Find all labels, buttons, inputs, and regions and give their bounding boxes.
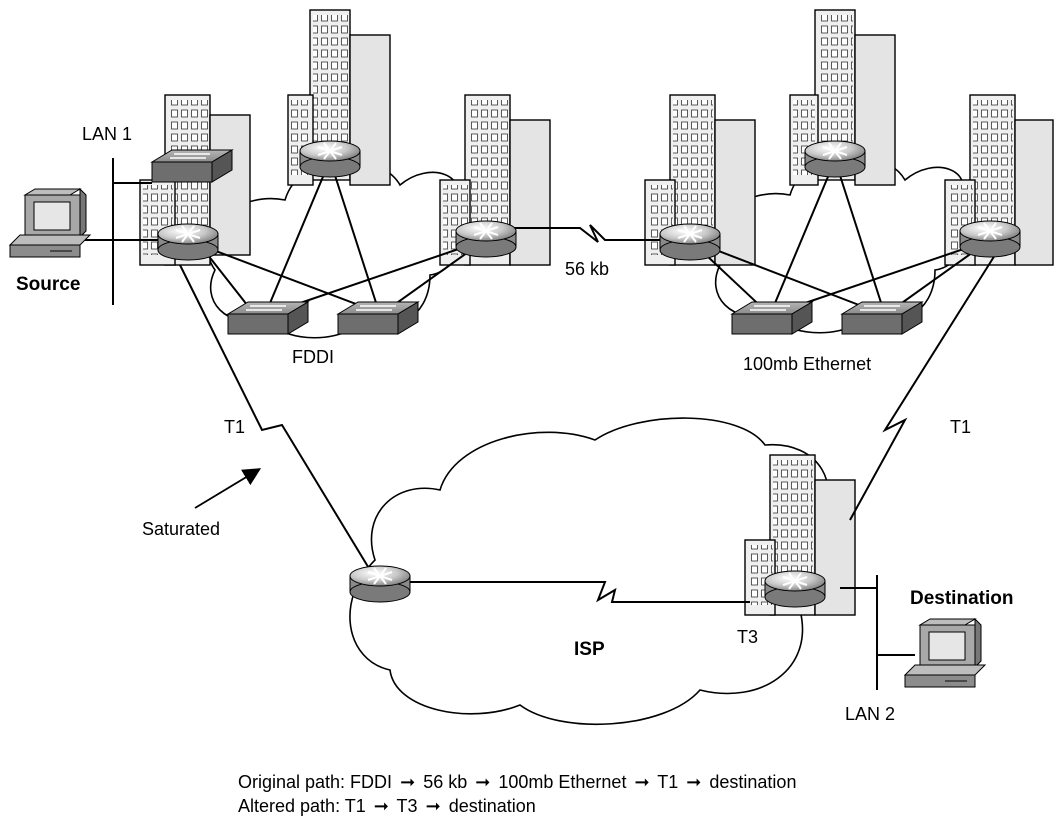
- arrow-right-icon: ➞: [373, 796, 389, 816]
- label-saturated: Saturated: [142, 519, 220, 539]
- original-path-line: Original path: FDDI ➞ 56 kb ➞ 100mb Ethe…: [238, 770, 796, 794]
- original-path-step: T1: [657, 772, 679, 792]
- switch-icon: [336, 301, 420, 335]
- router-icon: [157, 223, 219, 261]
- link-fddi-1: [199, 244, 386, 316]
- switch-icon: [150, 149, 234, 183]
- link-56kb: [510, 224, 660, 243]
- label-t3: T3: [737, 627, 758, 647]
- label-fddi: FDDI: [292, 347, 334, 367]
- computer-icon: [903, 617, 987, 688]
- link-fddi-4: [329, 159, 381, 316]
- altered-path-line: Altered path: T1 ➞ T3 ➞ destination: [238, 794, 796, 818]
- router-icon: [764, 570, 826, 608]
- link-eth-4: [834, 159, 886, 316]
- arrow-right-icon: ➞: [400, 772, 416, 792]
- router-icon: [349, 565, 411, 603]
- label-100mb-ethernet: 100mb Ethernet: [743, 354, 871, 374]
- original-path-step: 56 kb: [423, 772, 468, 792]
- router-icon: [804, 140, 866, 178]
- arrow-right-icon: ➞: [686, 772, 702, 792]
- router-icon: [299, 140, 361, 178]
- label-t1-right: T1: [950, 417, 971, 437]
- original-path-prefix: Original path: FDDI: [238, 772, 393, 792]
- link-eth-2: [689, 239, 886, 316]
- arrow-right-icon: ➞: [634, 772, 650, 792]
- original-path-step: 100mb Ethernet: [498, 772, 627, 792]
- label-lan2: LAN 2: [845, 704, 895, 724]
- router-icon: [455, 220, 517, 258]
- link-eth-3: [769, 159, 836, 316]
- altered-path-prefix: Altered path: T1: [238, 796, 366, 816]
- label-lan1: LAN 1: [82, 124, 132, 144]
- switch-icon: [730, 301, 814, 335]
- original-path-step: destination: [709, 772, 797, 792]
- arrow-right-icon: ➞: [425, 796, 441, 816]
- link-t1-right: [849, 254, 996, 521]
- label-isp: ISP: [574, 639, 605, 660]
- label-t1-left: T1: [224, 417, 245, 437]
- label-destination: Destination: [910, 588, 1013, 609]
- saturated-arrow: [194, 468, 262, 509]
- arrow-right-icon: ➞: [475, 772, 491, 792]
- label-source: Source: [16, 274, 80, 295]
- router-icon: [659, 223, 721, 261]
- switch-icon: [840, 301, 924, 335]
- altered-path-step: destination: [448, 796, 536, 816]
- link-t3: [410, 581, 750, 603]
- router-icon: [959, 220, 1021, 258]
- switch-icon: [226, 301, 310, 335]
- path-legend: Original path: FDDI ➞ 56 kb ➞ 100mb Ethe…: [238, 770, 796, 818]
- link-t1-left: [179, 264, 371, 571]
- altered-path-step: T3: [396, 796, 418, 816]
- link-fddi-3: [264, 159, 331, 316]
- computer-icon: [8, 187, 92, 258]
- label-56kb: 56 kb: [565, 259, 609, 279]
